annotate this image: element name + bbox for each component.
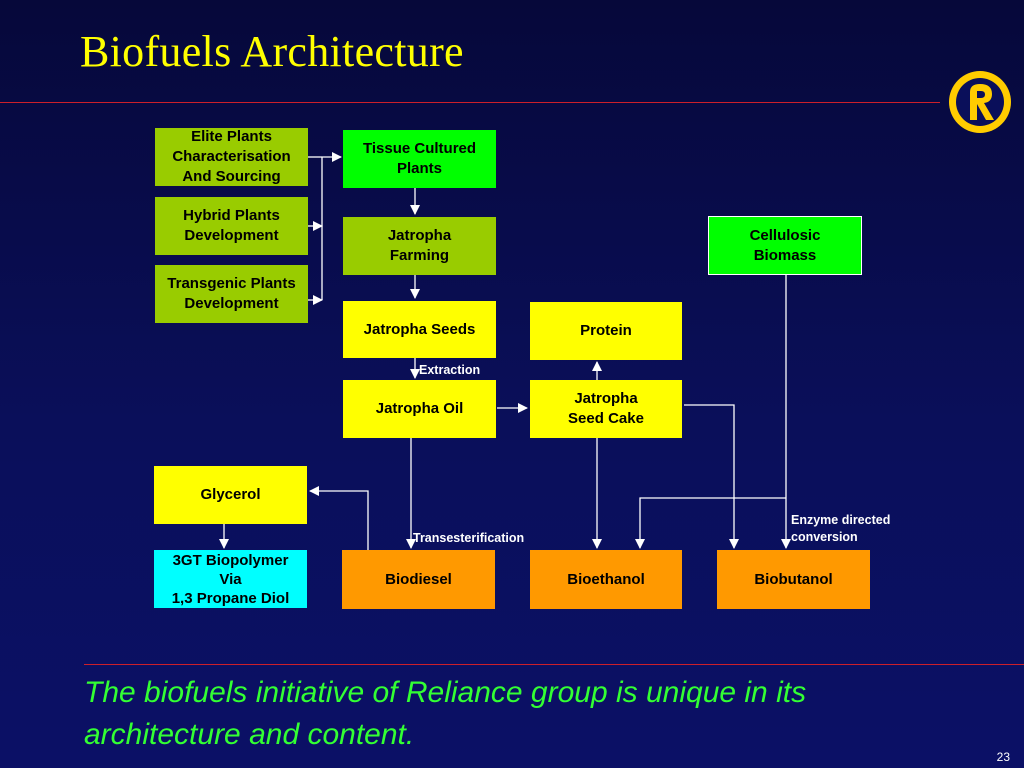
slide-title: Biofuels Architecture <box>80 27 464 76</box>
node-jatropha-farming: Jatropha Farming <box>343 217 496 275</box>
node-jatropha-seed-cake: Jatropha Seed Cake <box>530 380 682 438</box>
node-elite-plants: Elite Plants Characterisation And Sourci… <box>155 128 308 186</box>
slide-caption: The biofuels initiative of Reliance grou… <box>84 676 807 751</box>
page-number: 23 <box>996 750 1010 764</box>
node-tissue-cultured: Tissue Cultured Plants <box>343 130 496 188</box>
node-transgenic-plants: Transgenic Plants Development <box>155 265 308 323</box>
title-divider <box>0 102 940 103</box>
node-cellulosic-biomass: Cellulosic Biomass <box>708 216 862 275</box>
caption-divider <box>84 664 1024 665</box>
node-glycerol: Glycerol <box>154 466 307 524</box>
node-3gt-biopolymer: 3GT Biopolymer Via 1,3 Propane Diol <box>154 550 307 608</box>
label-transesterification: Transesterification <box>413 531 525 545</box>
arrow-biodiesel-to-glycerol <box>309 486 369 550</box>
node-bioethanol: Bioethanol <box>530 550 682 609</box>
node-jatropha-seeds: Jatropha Seeds <box>343 301 496 358</box>
label-enzyme-conversion: Enzyme directed conversion <box>791 513 891 544</box>
node-protein: Protein <box>530 302 682 360</box>
node-biobutanol: Biobutanol <box>717 550 870 609</box>
arrow-cake-to-biobutanol <box>684 404 739 549</box>
arrow-cellulosic-to-bioethanol <box>635 497 786 549</box>
reliance-logo-icon <box>949 71 1011 133</box>
label-extraction: Extraction <box>419 363 481 377</box>
node-biodiesel: Biodiesel <box>342 550 495 609</box>
node-hybrid-plants: Hybrid Plants Development <box>155 197 308 255</box>
node-jatropha-oil: Jatropha Oil <box>343 380 496 438</box>
